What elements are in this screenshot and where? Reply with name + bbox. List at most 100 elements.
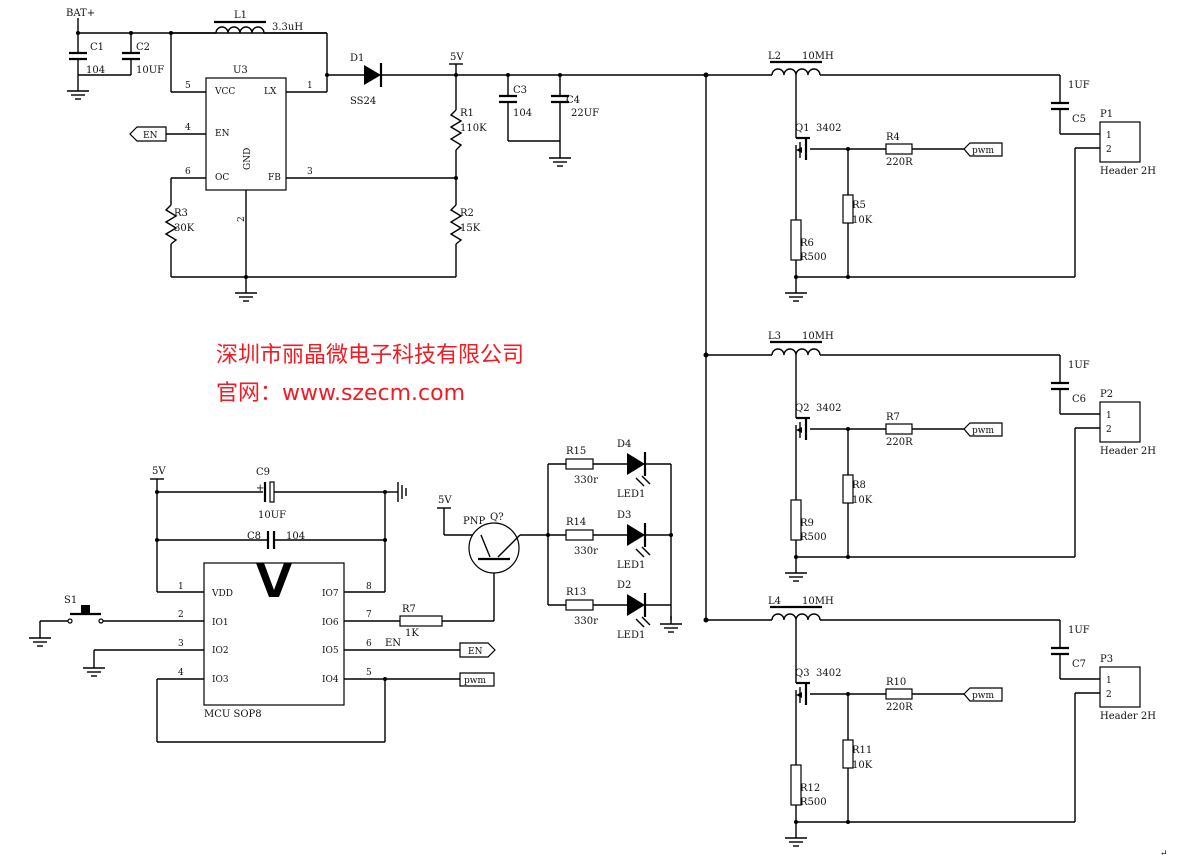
net-5v-mcu: 5V — [152, 466, 166, 477]
svg-text:5: 5 — [185, 81, 191, 91]
svg-text:L1: L1 — [234, 10, 247, 21]
svg-text:EN: EN — [468, 647, 483, 657]
svg-text:104: 104 — [286, 531, 305, 542]
led-resistor-label: R15 — [566, 446, 586, 457]
led-resistor-value: 330r — [574, 475, 598, 486]
svg-text:D1: D1 — [350, 53, 364, 64]
capacitor-label: C6 — [1072, 394, 1086, 405]
header-pin-1: 1 — [1106, 411, 1112, 421]
svg-text:Q?: Q? — [490, 512, 504, 523]
svg-text:22UF: 22UF — [571, 108, 599, 119]
capacitor-c1: C1 104 — [69, 33, 105, 83]
svg-text:C4: C4 — [566, 95, 580, 106]
svg-text:C9: C9 — [256, 467, 270, 478]
inductor-label: L4 — [768, 596, 781, 607]
capacitor-c8: C8 104 — [157, 531, 385, 549]
header-label: P2 — [1100, 389, 1113, 400]
pnp-transistor: PNP Q? — [463, 512, 521, 574]
gate-resistor-label: R7 — [886, 412, 900, 423]
resistor-r1: R1 110K — [449, 75, 487, 178]
pwm-label: pwm — [972, 146, 994, 156]
gate-resistor-value: 220R — [886, 437, 913, 448]
capacitor-value: 1UF — [1068, 80, 1090, 91]
header-connector[interactable] — [1099, 401, 1141, 443]
pulldown-label: R8 — [852, 480, 866, 491]
led-diode — [627, 453, 645, 475]
mcu-ic: VDD IO1 IO2 IO3 IO7 IO6 IO5 IO4 MCU SOP8… — [178, 562, 372, 720]
led-resistor-value: 330r — [574, 546, 598, 557]
net-flag-pwm — [963, 422, 1003, 437]
header-pin-2: 2 — [1106, 425, 1112, 435]
svg-text:VDD: VDD — [211, 589, 233, 599]
svg-text:C1: C1 — [90, 42, 104, 53]
svg-text:1K: 1K — [405, 628, 419, 639]
svg-text:30K: 30K — [174, 223, 195, 234]
inductor-value: 10MH — [802, 596, 834, 607]
led-diode — [627, 594, 645, 616]
svg-text:1: 1 — [307, 81, 313, 91]
svg-text:IO5: IO5 — [322, 646, 339, 656]
led-resistor-label: R13 — [566, 587, 586, 598]
svg-text:IO2: IO2 — [212, 646, 229, 656]
mosfet-label: Q1 — [795, 123, 810, 134]
capacitor-label: C5 — [1072, 114, 1086, 125]
svg-text:3.3uH: 3.3uH — [272, 22, 303, 33]
svg-text:LX: LX — [264, 87, 277, 97]
sense-resistor-label: R6 — [800, 238, 814, 249]
svg-text:R3: R3 — [174, 208, 188, 219]
svg-text:2: 2 — [178, 610, 184, 620]
switch-s1[interactable]: S1 — [39, 595, 204, 630]
inductor-coil — [771, 613, 821, 621]
ground-symbol — [234, 284, 258, 302]
svg-text:EN: EN — [143, 131, 158, 141]
sense-resistor-value: R500 — [800, 797, 827, 808]
header-value: Header 2H — [1100, 446, 1156, 457]
paragraph-mark: ↵ — [1160, 849, 1168, 859]
led-driver-section: 5V PNP Q? R15330rD4LED1R14330rD3LED1R133… — [437, 439, 683, 641]
svg-text:5V: 5V — [438, 495, 452, 506]
svg-text:4: 4 — [185, 123, 191, 133]
svg-text:IO1: IO1 — [212, 618, 229, 628]
svg-text:pwm: pwm — [464, 676, 486, 686]
mosfet-value: 3402 — [816, 668, 841, 679]
net-flag-en: EN — [129, 126, 206, 142]
svg-text:S1: S1 — [64, 595, 77, 606]
gate-resistor-value: 220R — [886, 157, 913, 168]
svg-text:EN: EN — [385, 638, 401, 649]
svg-text:104: 104 — [513, 108, 532, 119]
svg-text:IO3: IO3 — [212, 675, 229, 685]
header-connector[interactable] — [1099, 666, 1141, 708]
header-pin-2: 2 — [1106, 145, 1112, 155]
header-value: Header 2H — [1100, 166, 1156, 177]
company-website[interactable]: 官网：www.szecm.com — [216, 381, 465, 406]
inductor-label: L3 — [768, 331, 781, 342]
sense-resistor-label: R12 — [800, 783, 820, 794]
net-flag-pwm-mcu: pwm — [459, 672, 495, 687]
svg-text:+: + — [256, 483, 264, 494]
header-pin-1: 1 — [1106, 676, 1112, 686]
led-resistor — [565, 458, 594, 470]
pulldown-value: 10K — [852, 760, 873, 771]
svg-text:U3: U3 — [233, 65, 248, 76]
boost-section: BAT+ C1 104 C2 10UF — [66, 8, 709, 621]
pwm-label: pwm — [972, 691, 994, 701]
ground-symbol — [548, 149, 572, 167]
svg-text:IO6: IO6 — [322, 618, 339, 628]
svg-text:R1: R1 — [460, 108, 474, 119]
svg-text:104: 104 — [86, 65, 105, 76]
header-connector[interactable] — [1099, 121, 1141, 163]
svg-text:FB: FB — [268, 173, 281, 183]
company-name: 深圳市丽晶微电子科技有限公司 — [216, 343, 524, 368]
pulldown-value: 10K — [852, 495, 873, 506]
svg-text:10UF: 10UF — [258, 510, 286, 521]
svg-text:IO4: IO4 — [322, 675, 339, 685]
svg-text:3: 3 — [178, 639, 184, 649]
ground-symbol — [28, 629, 52, 647]
svg-text:IO7: IO7 — [322, 589, 339, 599]
svg-text:8: 8 — [366, 582, 372, 592]
